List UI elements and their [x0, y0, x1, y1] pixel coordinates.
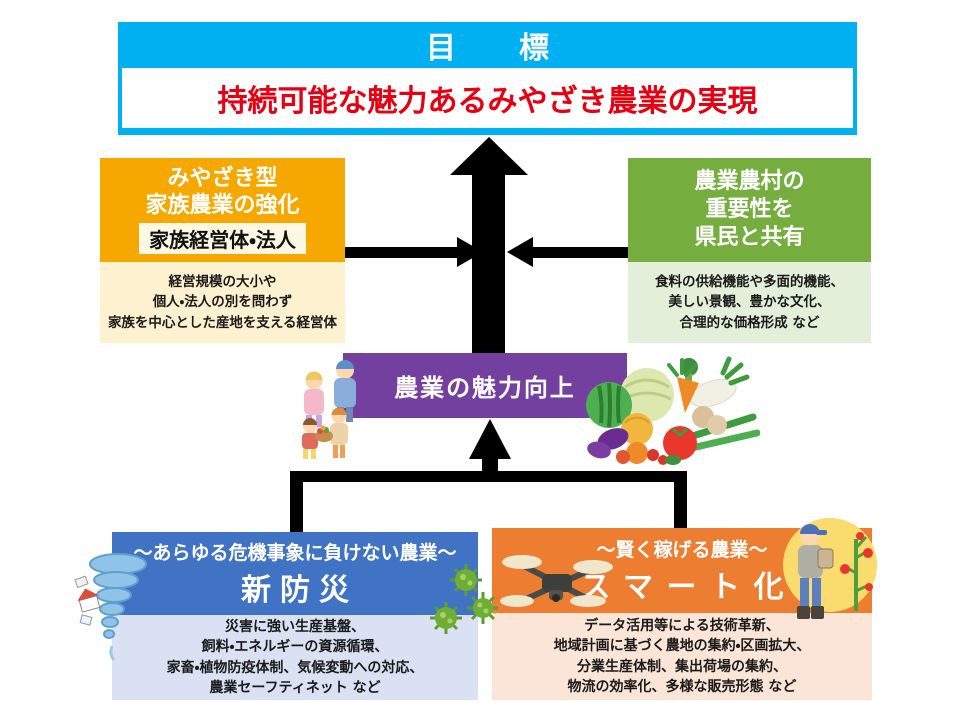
left-inward-arrow-head	[457, 237, 483, 267]
bottom-connector-left-leg	[290, 471, 303, 533]
disaster-description: 災害に強い生産基盤、 飼料・エネルギーの資源循環、 家畜・植物防疫体制、気候変動…	[112, 615, 478, 700]
smart-description: データ活用等による技術革新、 地域計画に基づく農地の集約・区画拡大、 分業生産体…	[492, 613, 872, 700]
disaster-title: 新防災	[241, 573, 358, 608]
family-farming-badge: 家族経営体・法人	[139, 222, 306, 254]
rural-importance-title: 農業農村の 重要性を 県民と共有	[694, 168, 805, 251]
family-farming-description: 経営規模の大小や 個人・法人の別を問わず 家族を中心とした産地を支える経営体	[100, 262, 345, 343]
tornado-icon	[74, 553, 147, 661]
smart-subtitle: ～賢く稼げる農業～	[596, 539, 768, 561]
disaster-box: ～あらゆる危機事象に負けない農業～ 新防災	[112, 532, 478, 615]
family-farming-title: みやざき型 家族農業の強化	[145, 166, 300, 218]
vegetables-icon	[586, 356, 760, 465]
family-icon	[302, 360, 356, 459]
center-up-arrow-head	[450, 137, 528, 175]
rural-importance-box: 農業農村の 重要性を 県民と共有	[628, 158, 871, 262]
left-inward-arrow-shaft	[345, 247, 463, 258]
right-inward-arrow-shaft	[533, 247, 628, 258]
drone-icon	[500, 555, 613, 607]
disaster-subtitle: ～あらゆる危機事象に負けない農業～	[133, 542, 457, 564]
bottom-connector-bar	[290, 471, 687, 482]
family-farming-box: みやざき型 家族農業の強化 家族経営体・法人	[100, 158, 345, 262]
goal-label: 目 標	[426, 31, 566, 66]
middle-up-arrow-shaft	[482, 457, 498, 474]
attractiveness-box: 農業の魅力向上	[343, 353, 627, 418]
virus-icon	[430, 564, 498, 634]
rural-importance-description: 食料の供給機能や多面的機能、 美しい景観、豊かな文化、 合理的な価格形成 など	[628, 262, 871, 343]
right-inward-arrow-head	[507, 237, 533, 267]
goal-header: 目 標 持続可能な魅力あるみやざき農業の実現	[118, 22, 857, 135]
middle-up-arrow-head	[469, 419, 511, 459]
attractiveness-label: 農業の魅力向上	[394, 374, 576, 402]
goal-title-text: 持続可能な魅力あるみやざき農業の実現	[217, 84, 758, 119]
farmer-tablet-icon	[783, 518, 877, 619]
goal-title-box: 持続可能な魅力あるみやざき農業の実現	[122, 68, 853, 128]
smart-title: スマート化	[580, 570, 798, 605]
bottom-connector-right-leg	[674, 471, 687, 529]
